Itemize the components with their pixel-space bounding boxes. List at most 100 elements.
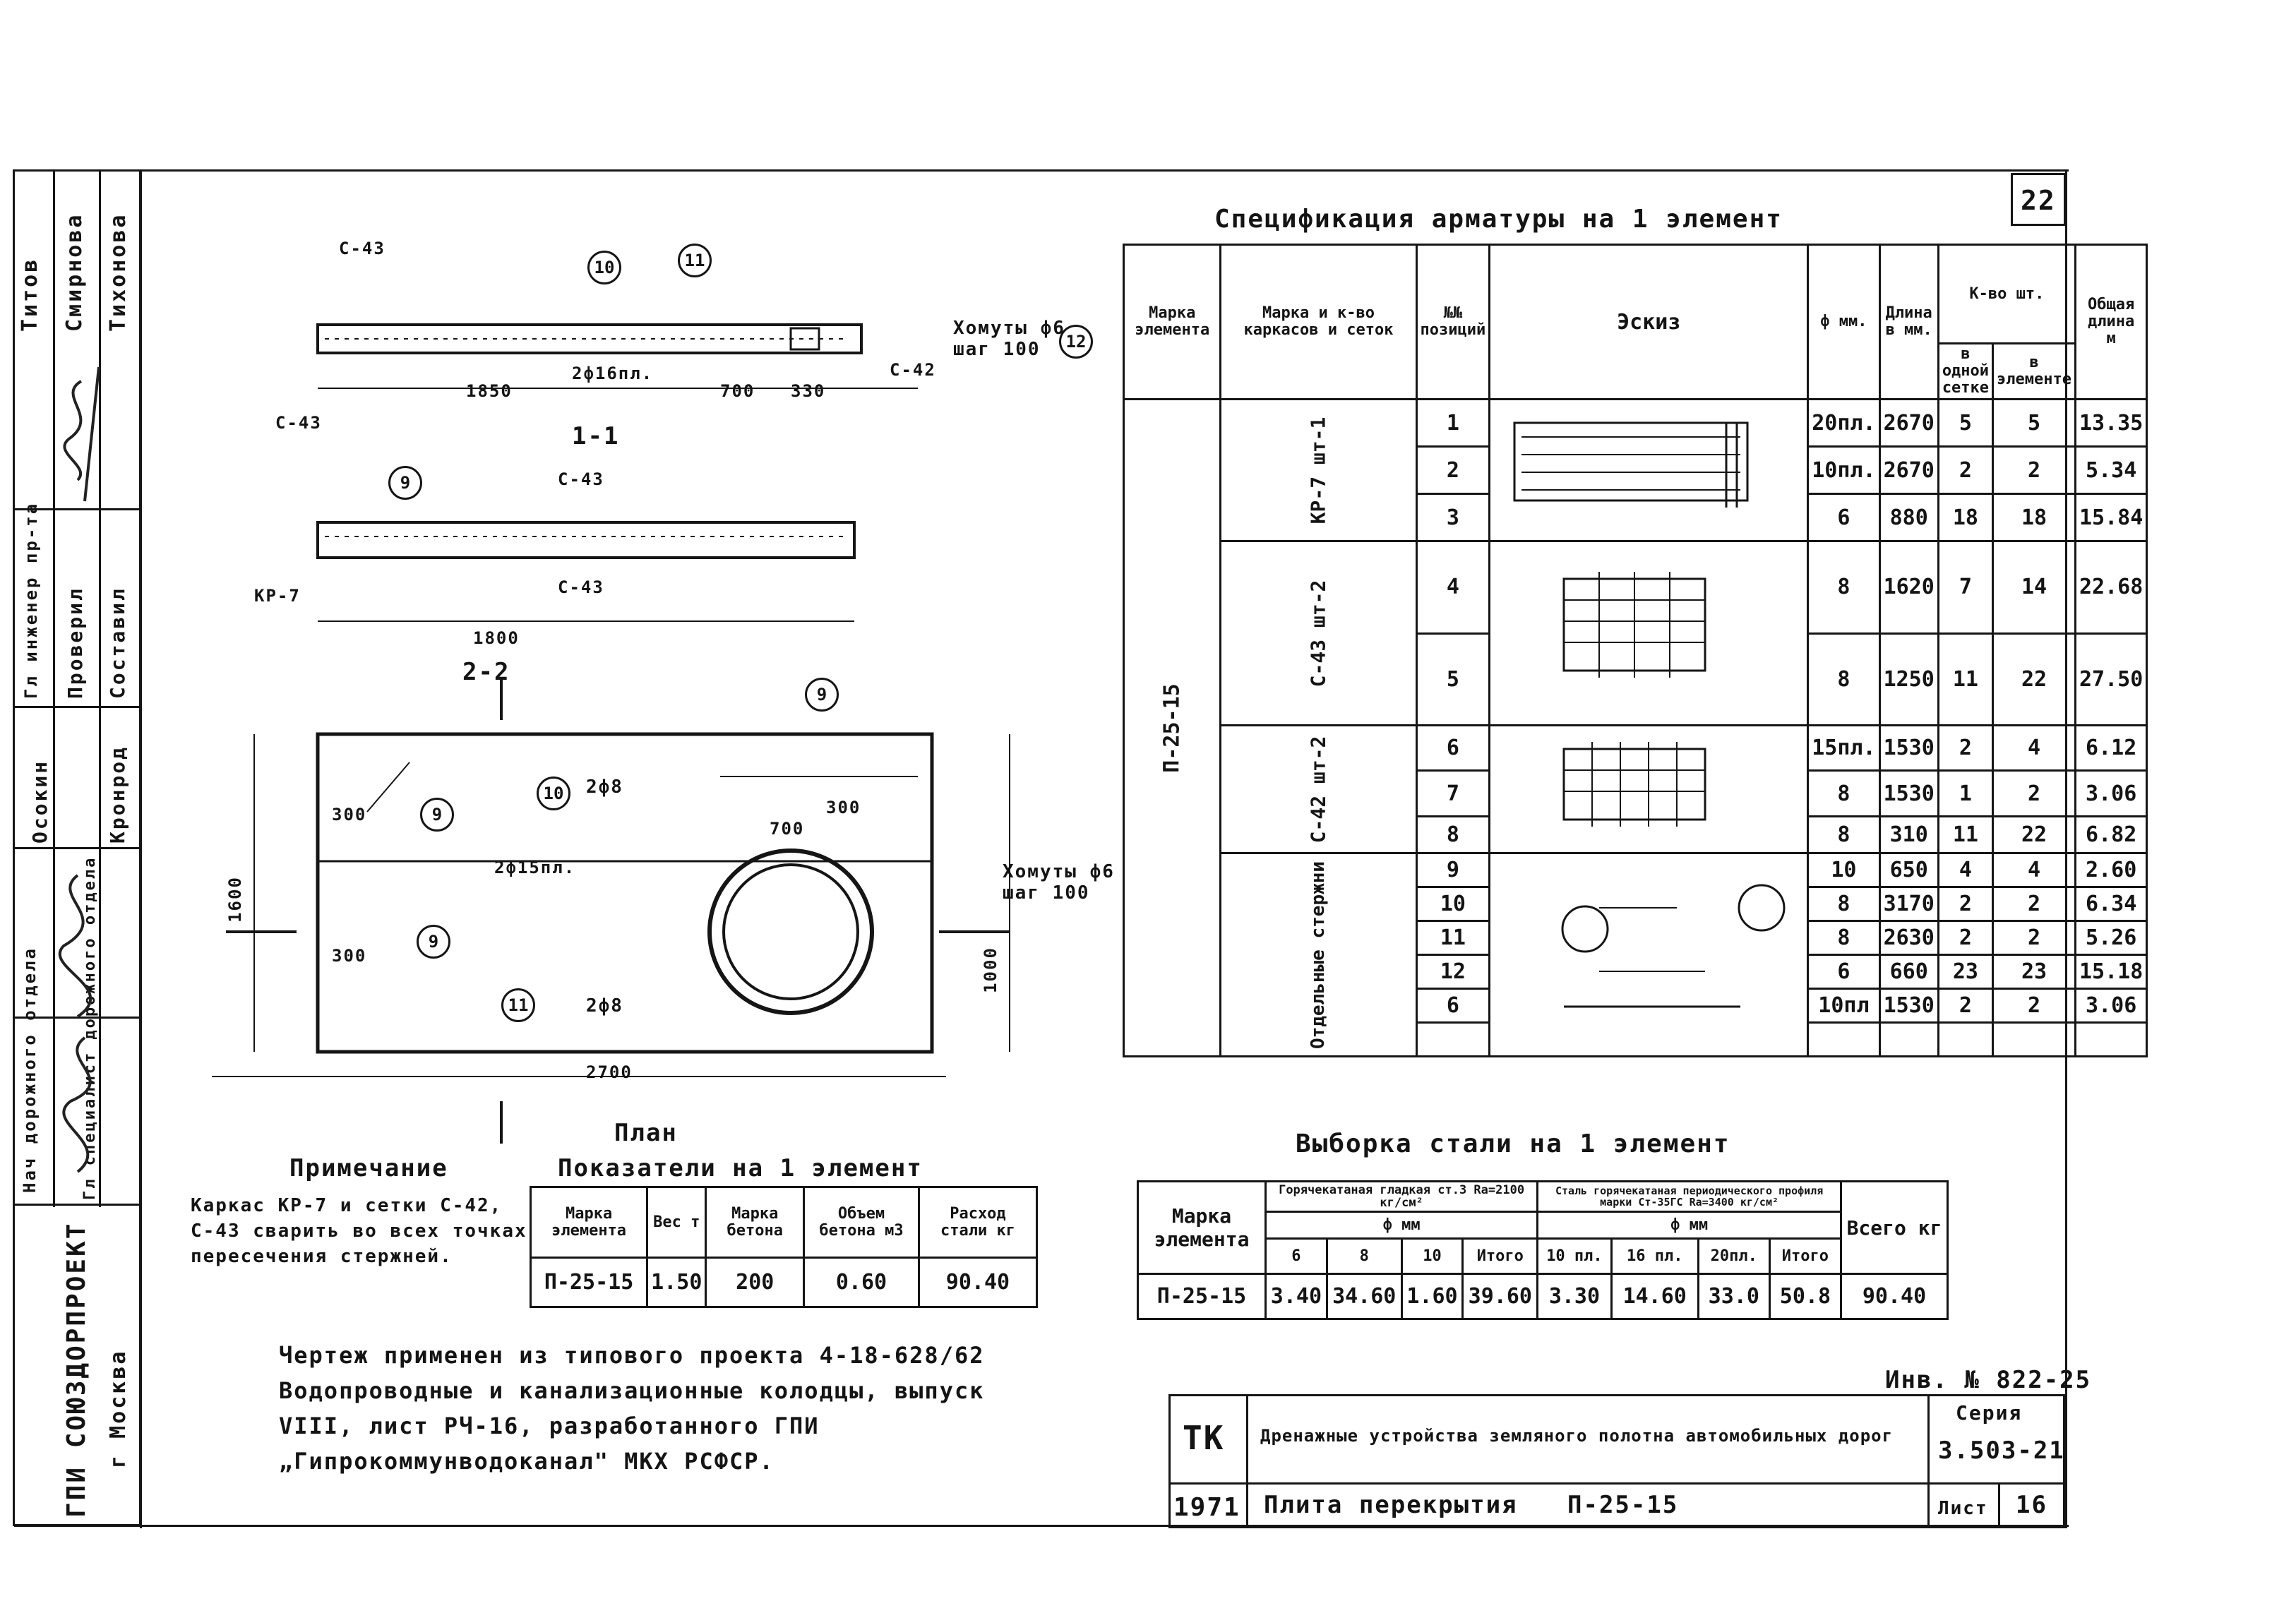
spec-n1-2: 2 (1937, 445, 1995, 495)
spec-h-per-elem: в элементе (1992, 342, 2076, 400)
label-2f15: 2ф15пл. (494, 858, 576, 877)
dim-330: 330 (791, 381, 826, 401)
title-block (1168, 1394, 2065, 1528)
top-border (85, 169, 2069, 172)
spec-dia-11: 8 (1807, 920, 1881, 956)
spec-h-element: Марка элемента (1122, 244, 1222, 400)
spec-title: Спецификация арматуры на 1 элемент (1214, 205, 1783, 234)
spec-group-kp7: КР-7 шт-1 (1219, 398, 1418, 542)
spec-pos-7: 7 (1415, 769, 1491, 817)
pos-10-marker: 10 (587, 251, 621, 284)
signature-scribbles (58, 366, 100, 1173)
spec-total-2: 5.34 (2074, 445, 2148, 495)
label-c43-left: С-43 (275, 413, 322, 433)
steel-h-g1: Горячекатаная гладкая ст.3 Rа=2100 кг/см… (1264, 1180, 1539, 1213)
steel-vitogo2: 50.8 (1768, 1273, 1843, 1320)
spec-n1-3: 18 (1937, 493, 1995, 542)
stamp-row-line-5 (13, 1204, 141, 1206)
spec-group-c42: С-42 шт-2 (1219, 724, 1418, 854)
spec-n2-2: 2 (1992, 445, 2076, 495)
spec-group-c43: С-43 шт-2 (1219, 540, 1418, 726)
spec-n2-6: 4 (1992, 724, 2076, 772)
ind-h-mark: Марка элемента (529, 1186, 649, 1259)
spec-total-6: 6.12 (2074, 724, 2148, 772)
spec-n1-5: 11 (1937, 632, 1995, 726)
stamp-col-line-2 (99, 169, 101, 1207)
spec-dia-7: 8 (1807, 769, 1881, 817)
tb-series-label: Серия (1956, 1401, 2023, 1425)
spec-dia-2: 10пл. (1807, 445, 1881, 495)
spec-total-9: 2.60 (2074, 852, 2148, 888)
spec-pos-1: 1 (1415, 398, 1491, 448)
tb-sheet-label: Лист (1938, 1498, 1988, 1519)
spec-empty-n2 (1992, 1021, 2076, 1057)
label-kp7: КР-7 (254, 586, 301, 606)
spec-pos-6: 6 (1415, 724, 1491, 772)
steel-sub-20pl: 20пл. (1697, 1237, 1771, 1275)
spec-n2-8: 22 (1992, 815, 2076, 855)
ind-concrete: 200 (705, 1257, 806, 1308)
spec-h-per-net: в одной сетке (1937, 342, 1995, 400)
spec-pos-13: 6 (1415, 988, 1491, 1024)
ind-h-concrete: Марка бетона (705, 1186, 806, 1259)
tb-v2 (1927, 1394, 1930, 1528)
tb-sheet: 16 (2016, 1491, 2047, 1519)
label-hom1: Хомуты ф6 шаг 100 (953, 318, 1065, 360)
spec-n1-11: 2 (1937, 920, 1995, 956)
spec-n2-5: 22 (1992, 632, 2076, 726)
steel-table: Марка элемента Горячекатаная гладкая ст.… (1137, 1180, 1949, 1320)
steel-vitogo1: 39.60 (1461, 1273, 1539, 1320)
tb-year: 1971 (1173, 1493, 1240, 1522)
spec-total-3: 15.84 (2074, 493, 2148, 542)
steel-sub-itogo2: Итого (1768, 1237, 1843, 1275)
spec-empty-pos (1415, 1021, 1491, 1057)
spec-dia-12: 6 (1807, 954, 1881, 990)
spec-n1-7: 1 (1937, 769, 1995, 817)
spec-dia-10: 8 (1807, 886, 1881, 922)
section-2-2-label: 2-2 (462, 658, 510, 686)
steel-h-total: Всего кг (1840, 1180, 1949, 1275)
steel-vtotal: 90.40 (1840, 1273, 1949, 1320)
spec-dia-13: 10пл (1807, 988, 1881, 1024)
corner-sheet-number: 22 (2021, 185, 2056, 216)
spec-total-5: 27.50 (2074, 632, 2148, 726)
pos-9-plan-marker-2: 9 (417, 925, 450, 959)
spec-n2-9: 4 (1992, 852, 2076, 888)
stamp-row-line-3 (13, 847, 141, 849)
technical-drawing (212, 323, 1010, 1144)
spec-total-8: 6.82 (2074, 815, 2148, 855)
dim-1000: 1000 (980, 947, 1000, 993)
spec-len-10: 3170 (1878, 886, 1939, 922)
dim-300-top: 300 (332, 805, 367, 825)
spec-n2-4: 14 (1992, 540, 2076, 635)
dim-700-plan: 700 (770, 819, 805, 839)
spec-empty-n1 (1937, 1021, 1995, 1057)
ind-steel: 90.40 (917, 1257, 1039, 1308)
spec-element: П-25-15 (1122, 398, 1222, 1057)
indicators-table: Марка элемента Вес т Марка бетона Объем … (529, 1186, 1039, 1308)
spec-pos-5: 5 (1415, 632, 1491, 726)
spec-n1-8: 11 (1937, 815, 1995, 855)
spec-empty-dia (1807, 1021, 1881, 1057)
spec-n2-3: 18 (1992, 493, 2076, 542)
spec-empty-total (2074, 1021, 2148, 1057)
spec-sketch-kp7 (1488, 398, 1810, 542)
section-1-1-label: 1-1 (572, 422, 620, 450)
steel-v6: 3.40 (1264, 1273, 1328, 1320)
usage-note: Чертеж применен из типового проекта 4-18… (279, 1342, 985, 1475)
spec-pos-12: 12 (1415, 954, 1491, 990)
spec-len-5: 1250 (1878, 632, 1939, 726)
pos-9-plan-marker: 9 (420, 798, 454, 832)
label-2f8-plan: 2ф8 (586, 995, 623, 1017)
steel-title: Выборка стали на 1 элемент (1296, 1129, 1730, 1158)
steel-sub-10: 10 (1400, 1237, 1464, 1275)
spec-len-8: 310 (1878, 815, 1939, 855)
spec-sketch-c43 (1488, 540, 1810, 726)
spec-total-10: 6.34 (2074, 886, 2148, 922)
label-2f16: 2ф16пл. (572, 364, 654, 383)
dim-1600: 1600 (225, 876, 245, 923)
spec-n1-12: 23 (1937, 954, 1995, 990)
tb-v3 (1998, 1482, 2000, 1528)
spec-h-count: К-во шт. (1937, 244, 2076, 344)
spec-len-1: 2670 (1878, 398, 1939, 448)
